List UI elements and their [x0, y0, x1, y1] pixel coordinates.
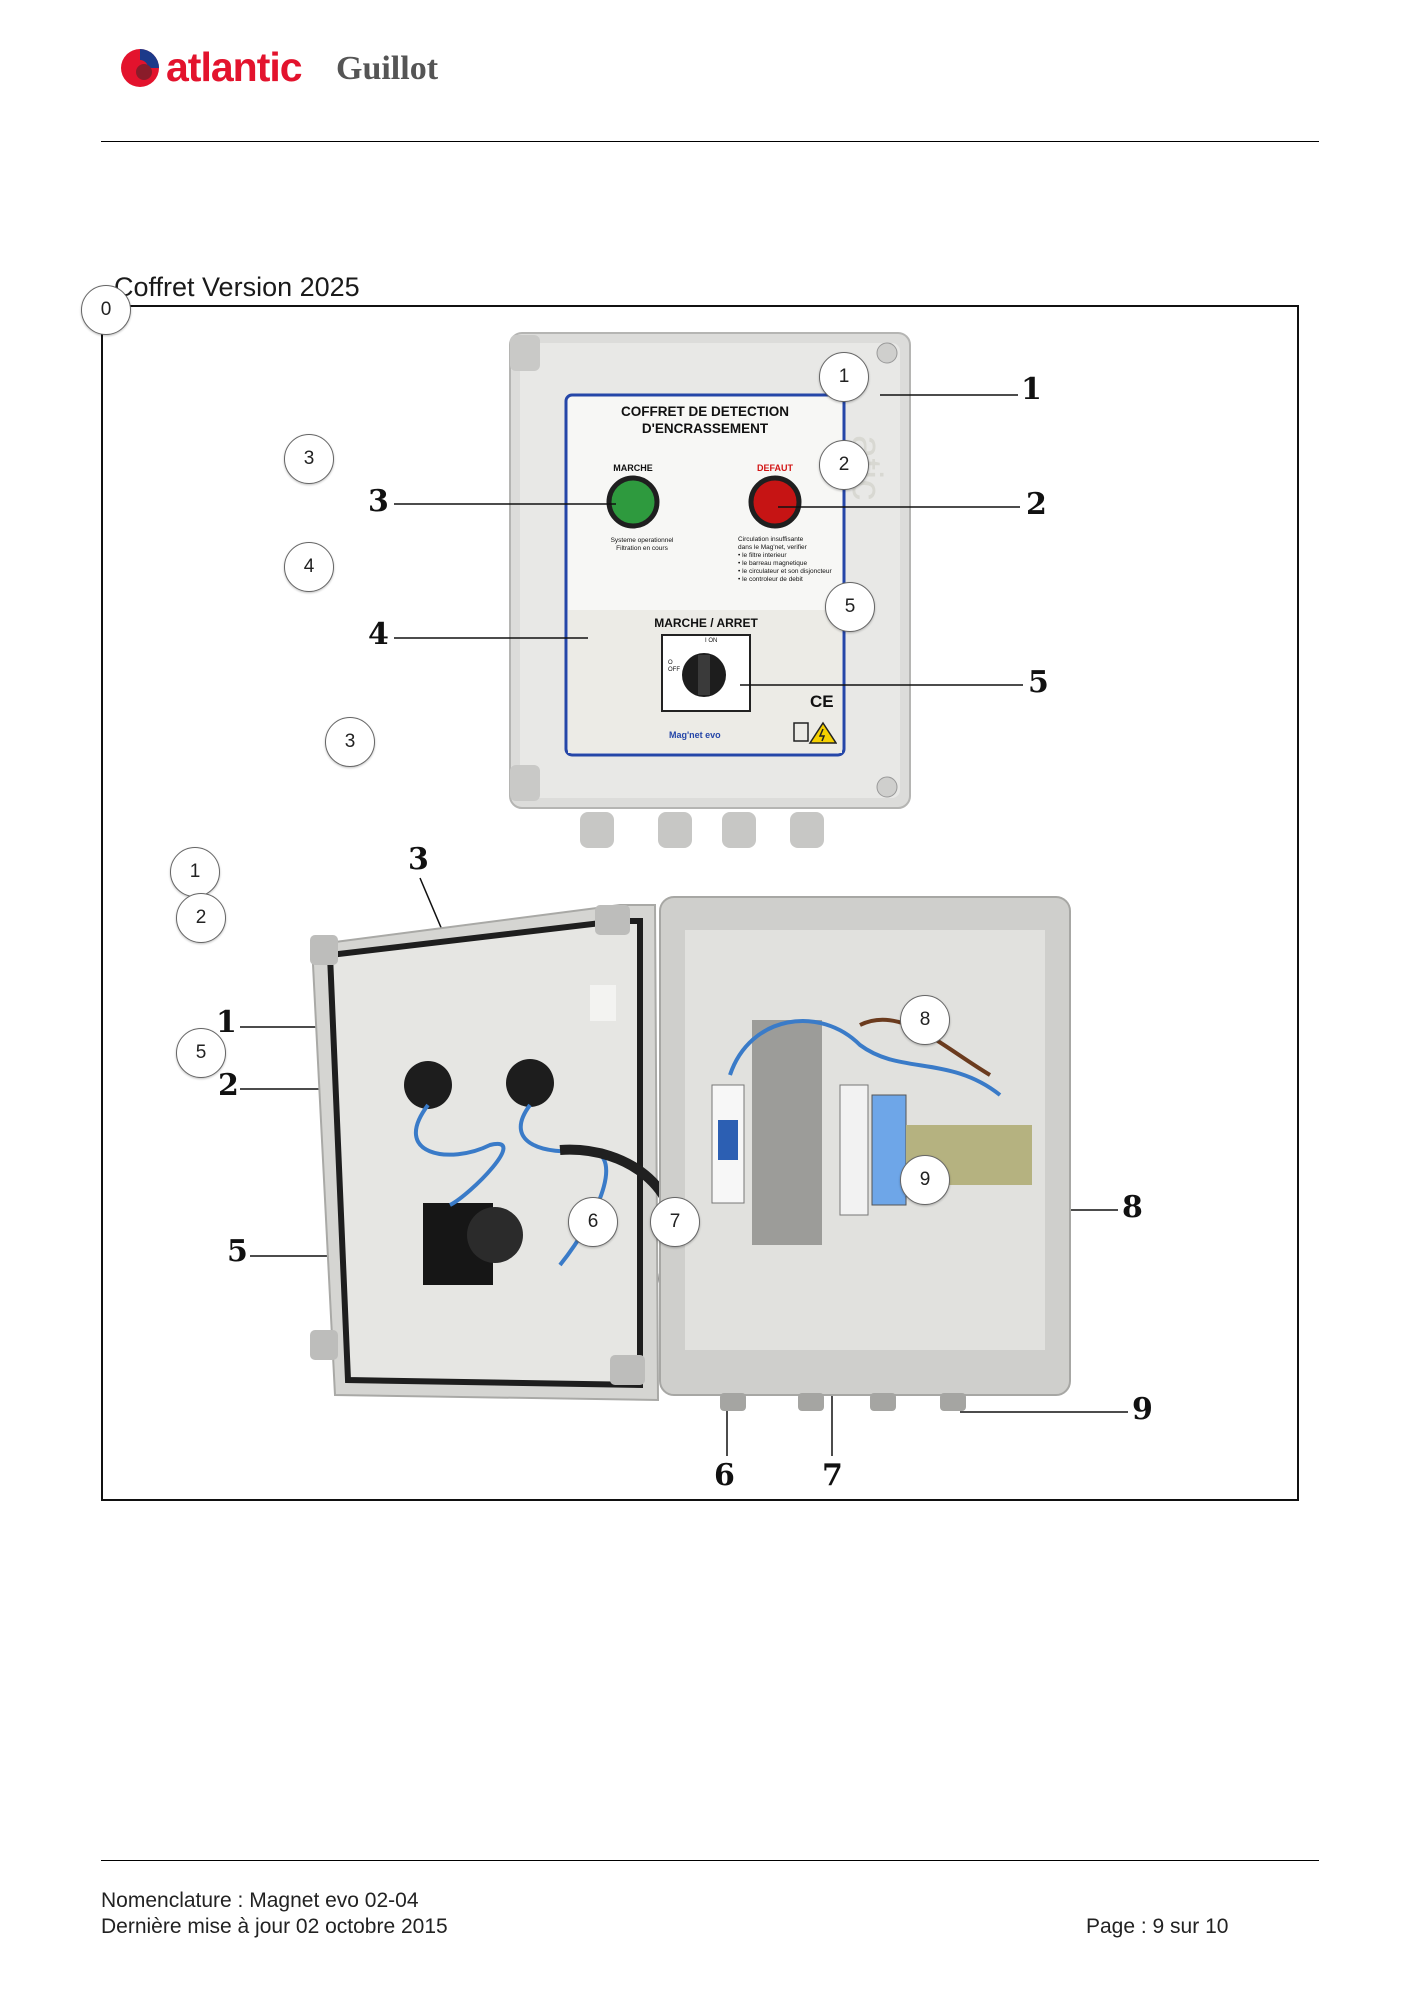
panel-title-line1: COFFRET DE DETECTION: [621, 404, 789, 419]
defaut-desc-line: • le controleur de debit: [738, 576, 803, 583]
defaut-indicator-light: [748, 475, 802, 529]
callout-number: 4: [368, 617, 389, 652]
brand-primary: atlantic: [166, 44, 303, 90]
callout-number: 8: [1122, 1190, 1143, 1225]
marker-badge: 3: [325, 717, 375, 767]
marker-badge: 5: [176, 1028, 226, 1078]
callout-number: 3: [408, 842, 429, 877]
marker-badge: 1: [819, 352, 869, 402]
defaut-description: Circulation insuffisante dans le Mag'net…: [738, 536, 868, 584]
marche-label: MARCHE: [613, 463, 653, 473]
footer-last-updated: Dernière mise à jour 02 octobre 2015: [101, 1915, 448, 1938]
marche-desc-line: Filtration en cours: [616, 545, 668, 552]
marche-description: Systeme operationnel Filtration en cours: [592, 537, 692, 553]
callout-number: 6: [714, 1458, 735, 1493]
defaut-desc-line: dans le Mag'net, verifier: [738, 544, 807, 551]
brand-secondary: Guillot: [336, 50, 439, 87]
open-enclosure-photo: [310, 896, 1071, 1411]
footer-nomenclature: Nomenclature : Magnet evo 02-04: [101, 1889, 419, 1912]
switch-on-label: I ON: [705, 638, 718, 644]
callout-number: 7: [822, 1458, 843, 1493]
panel-title-line2: D'ENCRASSEMENT: [641, 421, 769, 436]
defaut-desc-line: • le circulateur et son disjoncteur: [738, 568, 832, 575]
callout-number: 1: [216, 1005, 237, 1040]
panel-title: COFFRET DE DETECTION D'ENCRASSEMENT: [566, 403, 844, 437]
marker-badge: 2: [819, 440, 869, 490]
marker-badge: 1: [170, 847, 220, 897]
marker-badge: 2: [176, 893, 226, 943]
warning-icon: [793, 721, 837, 744]
defaut-label: DEFAUT: [757, 463, 793, 473]
callout-number: 2: [218, 1068, 239, 1103]
section-title: Coffret Version 2025: [114, 272, 360, 302]
logo-mark-icon: [121, 49, 159, 87]
ce-mark: CE: [810, 692, 834, 711]
callout-number: 2: [1026, 487, 1047, 522]
defaut-desc-line: • le barreau magnetique: [738, 560, 808, 567]
marker-badge: 0: [81, 285, 131, 335]
defaut-desc-line: Circulation insuffisante: [738, 536, 804, 543]
marche-desc-line: Systeme operationnel: [610, 537, 674, 544]
figure-frame: [101, 305, 1299, 1501]
model-label: Mag'net evo: [669, 730, 721, 740]
marker-badge: 6: [568, 1197, 618, 1247]
footer-divider: [101, 1860, 1319, 1861]
marker-badge: 4: [284, 542, 334, 592]
marker-badge: 3: [284, 434, 334, 484]
switch-title: MARCHE / ARRET: [654, 616, 758, 630]
defaut-desc-line: • le filtre interieur: [738, 552, 787, 559]
marche-indicator-light: [606, 475, 660, 529]
marker-badge: 8: [900, 995, 950, 1045]
callout-number: 5: [1028, 665, 1049, 700]
header-divider: [101, 141, 1319, 142]
callout-number: 3: [368, 484, 389, 519]
callout-number: 9: [1132, 1392, 1153, 1427]
switch-off-label: O OFF: [668, 660, 680, 673]
footer-page-number: Page : 9 sur 10: [1086, 1915, 1229, 1938]
callout-number: 1: [1021, 372, 1042, 407]
callout-number: 5: [227, 1234, 248, 1269]
marker-badge: 5: [825, 582, 875, 632]
company-logo: atlantic Guillot: [118, 42, 498, 98]
marker-badge: 9: [900, 1155, 950, 1205]
front-enclosure-photo: atic: [509, 332, 911, 848]
marker-badge: 7: [650, 1197, 700, 1247]
